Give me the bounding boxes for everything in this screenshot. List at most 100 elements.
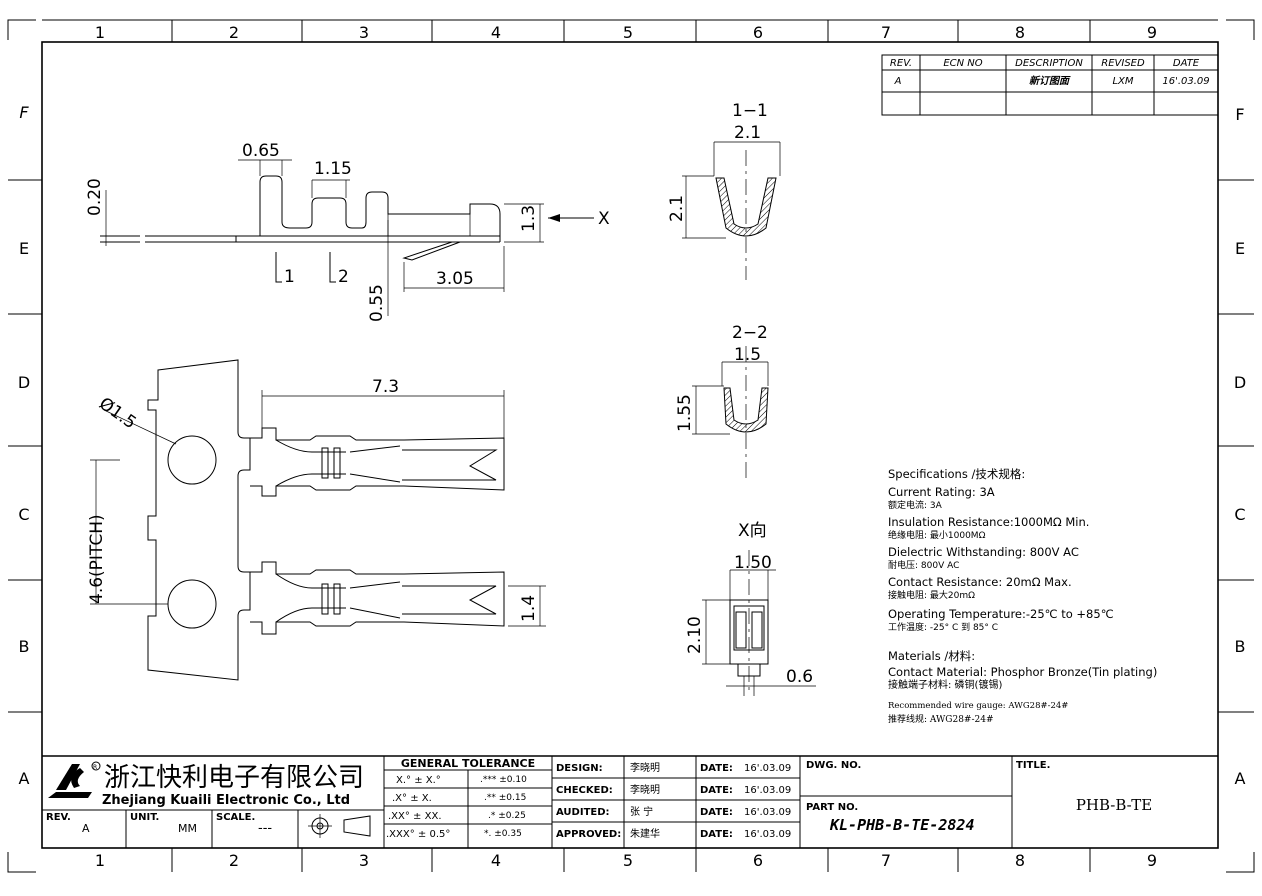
zone-labels-top: 1 2 3 4 5 6 7 8 9	[95, 23, 1157, 42]
date-value: 16'.03.09	[744, 763, 791, 774]
role-label: AUDITED:	[556, 807, 610, 818]
role-name: 李晓明	[630, 783, 660, 796]
dim-width: 2.1	[734, 123, 761, 143]
zone-label: 3	[359, 851, 369, 870]
rev-label: REV.	[46, 812, 71, 823]
wire-gauge: Recommended wire gauge: AWG28#-24#	[888, 701, 1068, 711]
row-label: F	[19, 103, 29, 122]
material-line-cn: 接触端子材料: 磷铜(镀锡)	[888, 678, 1002, 691]
spec-line-cn: 绝缘电阻: 最小1000MΩ	[888, 529, 986, 541]
role-name: 李晓明	[630, 761, 660, 774]
dim-0-65: 0.65	[242, 141, 280, 161]
zone-label: 7	[881, 23, 891, 42]
revision-table: REV. ECN NO DESCRIPTION REVISED DATE A 新…	[881, 54, 1219, 116]
row-label: C	[1234, 505, 1245, 524]
role-name: 张 宁	[630, 805, 653, 818]
dim-1-4: 1.4	[519, 595, 539, 622]
row-label: D	[1234, 373, 1246, 392]
company-name-en: Zhejiang Kuaili Electronic Co., Ltd	[102, 793, 350, 808]
zone-labels-left: F E D C B A	[18, 103, 30, 788]
dim-height: 2.10	[685, 616, 705, 654]
zone-label: 9	[1147, 23, 1157, 42]
zone-label: 2	[229, 851, 239, 870]
zone-label: 7	[881, 851, 891, 870]
dim-height: 2.1	[667, 195, 687, 222]
rev-value: A	[82, 822, 90, 835]
date-value: 16'.03.09	[744, 807, 791, 818]
tolerance-value: .** ±0.15	[484, 793, 526, 803]
tolerance-spec: .XX° ± XX.	[388, 811, 442, 822]
unit-value: MM	[178, 822, 197, 835]
spec-line: Contact Resistance: 20mΩ Max.	[888, 575, 1072, 589]
zone-label: 8	[1015, 23, 1025, 42]
zone-dividers	[8, 20, 1254, 872]
title-block: R 浙江快利电子有限公司 Zhejiang Kuaili Electronic …	[42, 755, 1218, 848]
side-view: 0.65 1.15 0.20 1.3 X 0.55 3.05 1 2	[85, 141, 610, 322]
tolerance-spec: .X° ± X.	[392, 793, 432, 804]
dim-width: 1.50	[734, 553, 772, 573]
tolerance-value: .* ±0.25	[488, 811, 526, 821]
top-view: 7.3 Ø1.5 4.6(PITCH) 1.4	[87, 359, 546, 681]
tolerance-spec: .XXX° ± 0.5°	[386, 829, 450, 840]
specifications: Specifications /技术规格: Current Rating: 3A…	[888, 467, 1157, 725]
spec-line: Insulation Resistance:1000MΩ Min.	[888, 515, 1089, 529]
dim-width: 1.5	[734, 345, 761, 365]
row-label: B	[1235, 637, 1246, 656]
row-label: B	[19, 637, 30, 656]
row-label: D	[18, 373, 30, 392]
dim-height: 1.55	[675, 394, 695, 432]
zone-label: 1	[95, 23, 105, 42]
part-no-label: PART NO.	[806, 802, 858, 813]
role-name: 朱建华	[630, 827, 660, 840]
wire-gauge-cn: 推荐线规: AWG28#-24#	[888, 713, 994, 725]
spec-line-cn: 工作温度: -25° C 到 85° C	[888, 621, 998, 633]
part-no: KL-PHB-B-TE-2824	[829, 816, 975, 834]
drawing-title: PHB-B-TE	[1076, 796, 1152, 814]
company-logo: R	[48, 761, 101, 798]
dim-3-05: 3.05	[436, 269, 474, 289]
material-line: Contact Material: Phosphor Bronze(Tin pl…	[888, 665, 1157, 679]
row-label: A	[1235, 769, 1246, 788]
spec-line-cn: 额定电流: 3A	[888, 499, 943, 511]
rev-header: REV.	[890, 58, 912, 69]
company-name-cn: 浙江快利电子有限公司	[104, 763, 364, 793]
row-label: E	[19, 239, 29, 258]
dwg-no-label: DWG. NO.	[806, 760, 861, 771]
section-mark-1: 1	[284, 267, 295, 287]
section-mark-2: 2	[338, 267, 349, 287]
spec-line: Current Rating: 3A	[888, 485, 995, 499]
dim-0-55: 0.55	[367, 284, 387, 322]
row-label: F	[1235, 105, 1244, 124]
role-label: DESIGN:	[556, 763, 603, 774]
zone-label: 8	[1015, 851, 1025, 870]
zone-label: 6	[753, 23, 763, 42]
date-label: DATE:	[700, 829, 733, 840]
section-title: X向	[738, 521, 767, 541]
row-label: E	[1235, 239, 1245, 258]
date-label: DATE:	[700, 785, 733, 796]
dim-0-20: 0.20	[85, 178, 105, 216]
rev-header: DESCRIPTION	[1015, 58, 1083, 69]
spec-line-cn: 耐电压: 800V AC	[888, 559, 959, 571]
dim-pitch: 4.6(PITCH)	[87, 514, 107, 604]
role-label: APPROVED:	[556, 829, 621, 840]
projection-symbol	[308, 814, 371, 838]
date-label: DATE:	[700, 807, 733, 818]
zone-label: 5	[623, 23, 633, 42]
tolerance-spec: X.° ± X.°	[396, 775, 441, 786]
date-value: 16'.03.09	[744, 829, 791, 840]
terminal-lower	[250, 561, 505, 635]
x-direction-view: X向 1.50 2.10 0.6	[685, 521, 816, 696]
zone-label: 9	[1147, 851, 1157, 870]
spec-line: Operating Temperature:-25℃ to +85℃	[888, 607, 1114, 621]
tolerance-title: GENERAL TOLERANCE	[401, 757, 535, 770]
zone-labels-bottom: 1 2 3 4 5 6 7 8 9	[95, 851, 1157, 870]
zone-label: 4	[491, 23, 501, 42]
rev-header: ECN NO	[943, 58, 982, 69]
rev-cell: A	[894, 76, 902, 87]
outer-frame	[7, 19, 1255, 873]
rev-header: REVISED	[1101, 58, 1145, 69]
zone-label: 6	[753, 851, 763, 870]
zone-label: 1	[95, 851, 105, 870]
